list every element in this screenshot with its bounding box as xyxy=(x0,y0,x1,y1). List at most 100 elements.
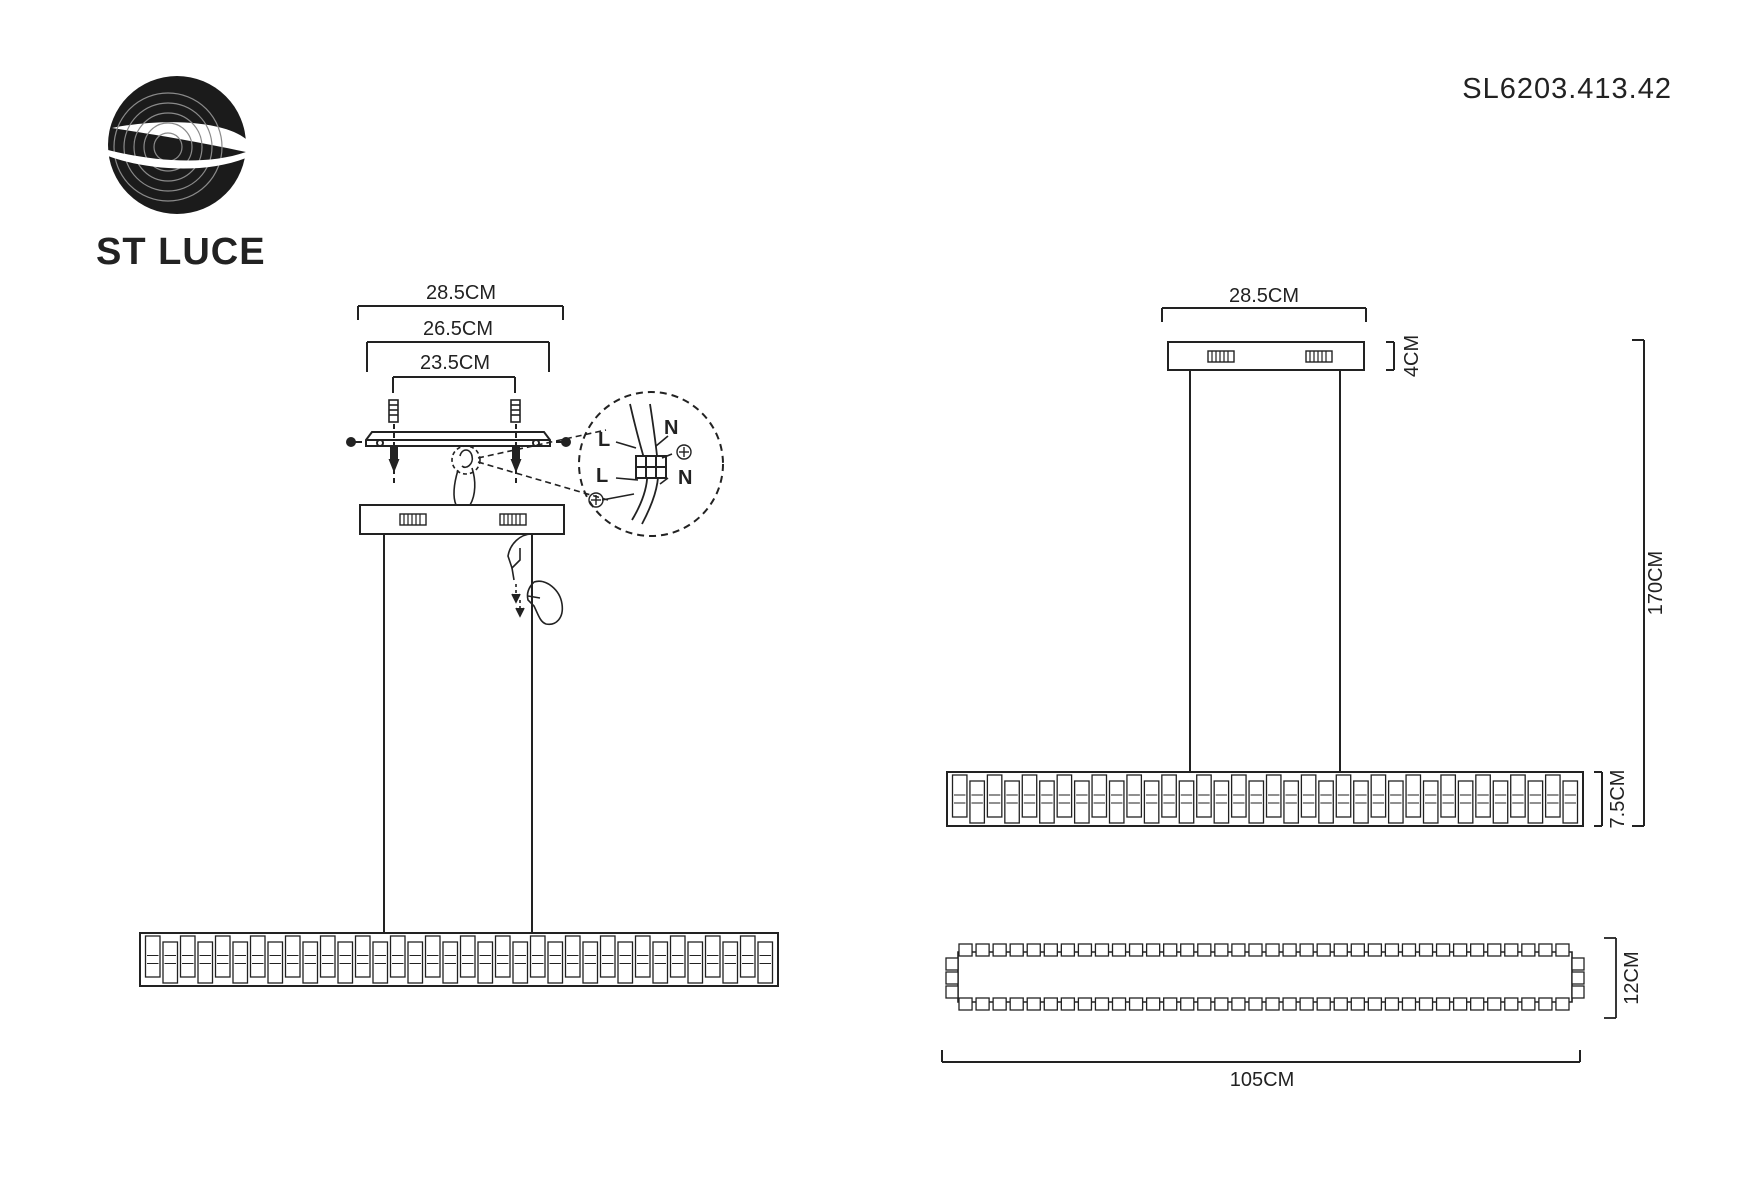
crystal-segment xyxy=(1143,780,1160,824)
side-view xyxy=(946,307,1645,827)
dimension-canopy-height xyxy=(1386,341,1395,371)
crystal-segment xyxy=(214,935,231,978)
crystal-end xyxy=(1571,971,1585,985)
luminaire-crystal-pattern-side xyxy=(951,774,1579,824)
dim-label-side-canopy-width: 28.5CM xyxy=(1229,285,1299,307)
crystal-bottom xyxy=(1521,997,1536,1011)
installation-view xyxy=(139,305,779,987)
crystal-bottom xyxy=(1180,997,1195,1011)
dim-label-screw-spacing: 23.5CM xyxy=(420,352,490,374)
crystal-segment xyxy=(1283,780,1300,824)
crystal-top xyxy=(958,943,973,957)
crystal-segment xyxy=(564,935,581,978)
crystal-segment xyxy=(162,941,179,984)
dim-label-length: 105CM xyxy=(1230,1069,1294,1091)
crystal-top xyxy=(1231,943,1246,957)
wire-label-live-top: L xyxy=(598,429,610,451)
crystal-top xyxy=(1384,943,1400,957)
crystal-segment xyxy=(1248,780,1265,824)
crystal-top xyxy=(975,943,990,957)
crystal-segment xyxy=(687,941,704,984)
dim-label-total-height: 170CM xyxy=(1645,551,1667,615)
crystal-segment xyxy=(1387,780,1404,824)
dim-label-canopy-height: 4CM xyxy=(1401,335,1423,377)
crystal-segment xyxy=(1265,774,1282,818)
crystal-top xyxy=(1316,943,1331,957)
crystal-end xyxy=(945,957,959,971)
crystal-bottom xyxy=(1026,997,1041,1011)
crystal-bottom xyxy=(1043,997,1058,1011)
crystal-bottom xyxy=(1111,997,1127,1011)
crystal-segment xyxy=(652,941,669,984)
side-screw-right xyxy=(556,437,571,447)
crystal-segment xyxy=(529,935,546,978)
crystal-top xyxy=(1043,943,1058,957)
crystal-segment xyxy=(599,935,616,978)
crystal-segment xyxy=(1178,780,1195,824)
luminaire-body-front xyxy=(139,932,779,987)
crystal-segment xyxy=(1300,774,1317,818)
crystal-segment xyxy=(1440,774,1457,818)
spiral-s-logo-icon xyxy=(108,76,246,214)
crystal-segment xyxy=(969,780,986,824)
crystal-segment xyxy=(1004,780,1020,824)
crystal-bottom xyxy=(1504,997,1519,1011)
crystal-segment xyxy=(1196,774,1212,818)
crystal-top xyxy=(1265,943,1280,957)
crystal-end xyxy=(1571,957,1585,971)
dim-label-canopy-width: 28.5CM xyxy=(426,282,496,304)
crystal-top xyxy=(1026,943,1041,957)
wall-anchor-right xyxy=(510,399,521,423)
brand-name: ST LUCE xyxy=(96,231,266,273)
crystal-segment xyxy=(704,935,721,978)
crystal-segment xyxy=(1370,774,1387,818)
mounting-screw-right xyxy=(510,424,522,484)
crystal-top xyxy=(1197,943,1212,957)
crystal-bottom xyxy=(1452,997,1468,1011)
crystal-segment xyxy=(179,935,196,978)
dimension-length xyxy=(941,1050,1581,1063)
crystal-segment xyxy=(1161,774,1177,818)
crystal-segment xyxy=(319,935,336,978)
crystal-top xyxy=(1470,943,1485,957)
crystal-segment xyxy=(197,941,214,984)
crystal-top xyxy=(1077,943,1093,957)
crystal-segment xyxy=(1108,780,1125,824)
crystal-segment xyxy=(389,935,406,978)
crystal-segment xyxy=(337,941,354,984)
crystal-end xyxy=(945,971,959,985)
crystal-segment xyxy=(1230,774,1247,818)
crystal-segment xyxy=(1510,774,1526,818)
crystal-bottom xyxy=(1128,997,1144,1011)
luminaire-body-side xyxy=(946,771,1584,827)
mounting-bracket xyxy=(365,431,551,447)
crystal-top xyxy=(1060,943,1076,957)
crystal-top xyxy=(1487,943,1502,957)
side-canopy xyxy=(1167,341,1365,371)
model-code: SL6203.413.42 xyxy=(1462,73,1672,105)
crystal-top xyxy=(1180,943,1195,957)
crystal-top xyxy=(1555,943,1570,957)
crystal-segment xyxy=(267,941,284,984)
crystal-segment xyxy=(757,941,774,984)
crystal-segment xyxy=(1056,774,1073,818)
crystal-segment xyxy=(459,935,476,978)
dimension-canopy-width xyxy=(357,305,564,320)
crystal-segment xyxy=(442,941,459,984)
crystal-segment xyxy=(1457,780,1474,824)
crystal-top xyxy=(1452,943,1468,957)
crystal-segment xyxy=(1039,780,1055,824)
ground-symbol-bottom xyxy=(588,492,604,508)
crystal-bottom xyxy=(1401,997,1417,1011)
crystal-top xyxy=(1248,943,1263,957)
crystal-bottom xyxy=(1248,997,1263,1011)
crystal-segment xyxy=(494,935,511,978)
crystal-top xyxy=(1435,943,1451,957)
crystal-bottom xyxy=(1367,997,1383,1011)
crystal-segment xyxy=(424,935,441,978)
wire-label-neutral-top: N xyxy=(664,417,678,439)
crystal-end xyxy=(1571,985,1585,999)
crystal-top xyxy=(1367,943,1383,957)
brand-logo: ST LUCE xyxy=(96,76,266,273)
